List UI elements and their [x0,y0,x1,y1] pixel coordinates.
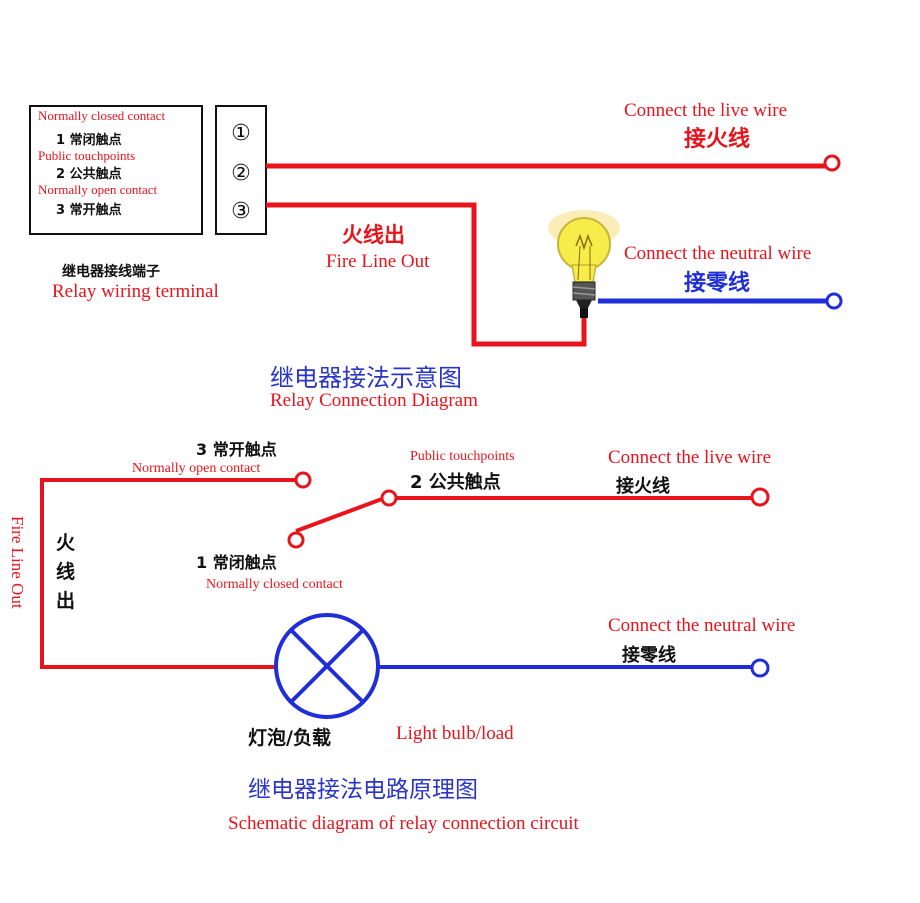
bottom-fire-out-en-vertical: Fire Line Out [8,516,27,609]
bottom-live-terminal [750,487,770,507]
bottom-load-cn: 灯泡/负载 [248,726,331,749]
top-neutral-cn: 接零线 [684,270,750,296]
bottom-nc-cn: 1 常闭触点 [196,553,277,572]
top-neutral-en: Connect the neutral wire [624,243,811,264]
terminal-pin-1: ① [231,121,251,146]
top-title-en: Relay Connection Diagram [270,390,478,411]
terminal-pin-3: ③ [231,199,251,224]
terminal-caption-cn: 继电器接线端子 [62,263,160,280]
bottom-diagram: 3 常开触点 Normally open contact Public touc… [8,440,795,834]
no-contact-en: Normally open contact [38,182,158,197]
top-live-terminal [823,154,841,172]
top-live-cn: 接火线 [684,126,750,152]
bottom-com-terminal [380,489,398,507]
bottom-fire-out-cn-2: 线 [56,560,75,583]
com-contact-cn: 2 公共触点 [56,166,122,182]
top-title-cn: 继电器接法示意图 [270,364,462,392]
top-neutral-terminal [825,292,843,310]
bottom-no-cn: 3 常开触点 [196,440,277,459]
top-live-en: Connect the live wire [624,100,787,121]
lamp-load-icon [274,613,380,719]
bottom-neutral-terminal [750,658,770,678]
bottom-load-en: Light bulb/load [396,723,514,744]
no-contact-cn: 3 常开触点 [56,202,122,218]
bottom-neutral-cn: 接零线 [622,644,676,666]
bottom-title-en: Schematic diagram of relay connection ci… [228,813,580,834]
bottom-switch-arm [295,497,383,533]
bottom-neutral-en: Connect the neutral wire [608,615,795,636]
terminal-label-box [29,105,203,235]
top-fire-out-cn: 火线出 [342,223,405,247]
terminal-caption-en: Relay wiring terminal [52,281,219,302]
bottom-live-cn: 接火线 [616,475,670,497]
bottom-fire-out-cn-1: 火 [56,532,76,554]
terminal-pin-2: ② [231,161,251,186]
bottom-no-en: Normally open contact [132,461,260,476]
top-fire-out-wire [266,202,587,347]
nc-contact-en: Normally closed contact [38,108,165,123]
bottom-fire-out-en: Fire Line Out [8,516,27,609]
bottom-com-cn: 2 公共触点 [410,471,501,493]
top-diagram: Normally closed contact 1 常闭触点 Public to… [29,100,843,411]
nc-contact-cn: 1 常闭触点 [56,132,122,148]
bottom-title-cn: 继电器接法电路原理图 [248,777,478,803]
bottom-fire-out-cn-3: 出 [56,589,75,612]
top-fire-out-en: Fire Line Out [326,251,430,272]
bottom-nc-terminal [287,531,305,549]
bottom-no-terminal [294,471,312,489]
com-contact-en: Public touchpoints [38,148,135,163]
bottom-live-en: Connect the live wire [608,447,771,468]
bottom-com-en: Public touchpoints [410,449,515,464]
bottom-fire-out-wire [40,478,296,669]
terminal-pins-box [215,105,267,235]
light-bulb-icon [548,210,620,318]
bottom-nc-en: Normally closed contact [206,577,343,592]
